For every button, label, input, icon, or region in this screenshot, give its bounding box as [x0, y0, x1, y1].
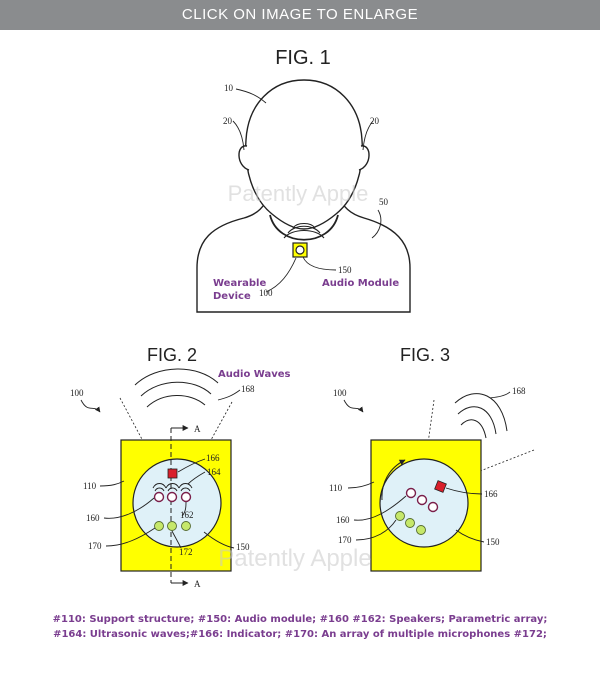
- fig3-ref-waves: 168: [512, 386, 526, 396]
- fig2-speaker-1: [153, 491, 165, 503]
- fig2-title: FIG. 2: [147, 345, 197, 365]
- fig3-ref-module: 150: [486, 537, 500, 547]
- fig2-audio-waves-label: Audio Waves: [218, 369, 291, 380]
- fig2-ref-support: 110: [83, 481, 97, 491]
- fig2-ref-device: 100: [70, 388, 84, 398]
- fig1-label-wearable: Wearable: [213, 278, 266, 289]
- fig1-ref-device: 100: [259, 288, 273, 298]
- watermark-1: Patently Apple: [228, 181, 369, 206]
- fig2-ref-mics: 172: [179, 547, 193, 557]
- fig2-indicator: [167, 468, 178, 479]
- fig3-ref-device: 100: [333, 388, 347, 398]
- fig1-ref-module: 150: [338, 265, 352, 275]
- fig2-ref-speakers: 160: [86, 513, 100, 523]
- fig3-indicator: [434, 480, 447, 493]
- watermark-2: Patently Apple: [218, 545, 371, 572]
- fig3-title: FIG. 3: [400, 345, 450, 365]
- fig2-section-a-top: A: [194, 424, 201, 434]
- fig1-ref-head: 10: [224, 83, 234, 93]
- fig3-mic-3: [416, 525, 426, 535]
- fig1-title: FIG. 1: [275, 47, 331, 69]
- fig3-ref-speakers: 160: [336, 515, 350, 525]
- fig1-label-device: Device: [213, 291, 251, 302]
- fig3-speaker-1: [405, 487, 417, 499]
- enlarge-banner[interactable]: CLICK ON IMAGE TO ENLARGE: [0, 0, 600, 30]
- fig3-mic-1: [395, 511, 405, 521]
- fig1-ref-ear-right: 20: [370, 116, 380, 126]
- fig2-ultrasonic-waves: [152, 483, 193, 492]
- fig2-ref-module: 150: [236, 542, 250, 552]
- fig2-ref-waves: 168: [241, 384, 255, 394]
- fig2-ref-indicator: 166: [206, 453, 220, 463]
- fig3-speaker-2: [416, 494, 428, 506]
- caption-line-2: #164: Ultrasonic waves;#166: Indicator; …: [53, 629, 547, 640]
- fig2-mic-3: [181, 521, 191, 531]
- fig2-speaker-3: [180, 491, 192, 503]
- fig3-speaker-3: [427, 501, 439, 513]
- fig1-label-audio-module: Audio Module: [322, 278, 399, 289]
- fig3-rotation-arrow: [381, 459, 406, 501]
- fig1-head: [245, 79, 363, 230]
- fig1-ref-ear-left: 20: [223, 116, 233, 126]
- caption-line-1: #110: Support structure; #150: Audio mod…: [52, 614, 548, 625]
- fig2-mic-1: [154, 521, 164, 531]
- fig2-section-a-bottom: A: [194, 579, 201, 589]
- fig3-ref-support: 110: [329, 483, 343, 493]
- fig2-ref-ultrasonic: 164: [207, 467, 221, 477]
- fig2-mic-2: [167, 521, 177, 531]
- fig1-ref-body: 50: [379, 197, 389, 207]
- fig3-ref-indicator: 166: [484, 489, 498, 499]
- fig2-ref-parametric: 162: [180, 510, 194, 520]
- fig3-ref-mics-array: 170: [338, 535, 352, 545]
- fig2-ref-mics-array: 170: [88, 541, 102, 551]
- fig1-collar: [269, 214, 339, 241]
- fig1-ear-left: [238, 145, 250, 171]
- fig2-speaker-2: [166, 491, 178, 503]
- patent-figure: FIG. 1 10 20 20 50 150 100 Audio Module …: [70, 47, 535, 589]
- fig3-mic-2: [405, 518, 415, 528]
